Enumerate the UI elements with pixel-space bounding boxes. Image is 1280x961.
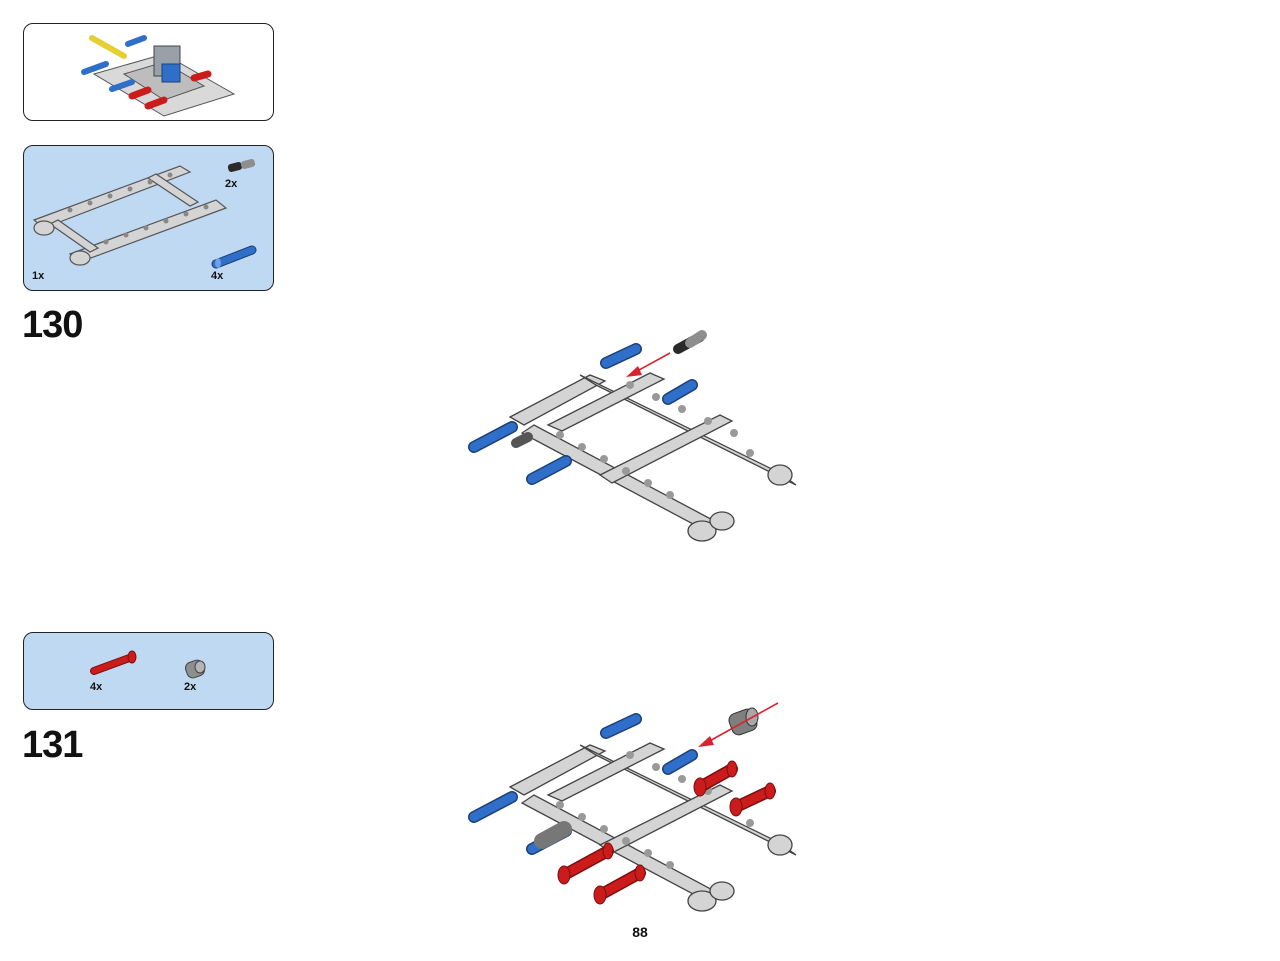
step-130-assembly-illustration: [468, 330, 797, 542]
parts-list-step-131: 4x 2x: [23, 632, 274, 710]
part-qty-label: 2x: [184, 681, 197, 693]
submodel-preview-image: [81, 35, 236, 117]
part-qty-label: 2x: [225, 178, 238, 190]
gray-bush-icon: [184, 659, 206, 679]
step-number: 131: [22, 724, 83, 766]
part-qty-label: 1x: [32, 270, 45, 282]
black-gray-connector-icon: [227, 158, 256, 173]
part-qty-label: 4x: [90, 681, 103, 693]
blue-pin-icon: [211, 245, 257, 269]
submodel-preview-box: [23, 23, 274, 121]
step-131-assembly-illustration: [468, 702, 797, 912]
parts-list-step-130: 2x 1x 4x: [23, 145, 274, 291]
part-qty-label: 4x: [211, 270, 224, 282]
step-number: 130: [22, 304, 83, 346]
page-number: 88: [632, 924, 648, 940]
red-axle-pin-icon: [90, 650, 137, 675]
lift-frame-icon: [32, 165, 228, 266]
